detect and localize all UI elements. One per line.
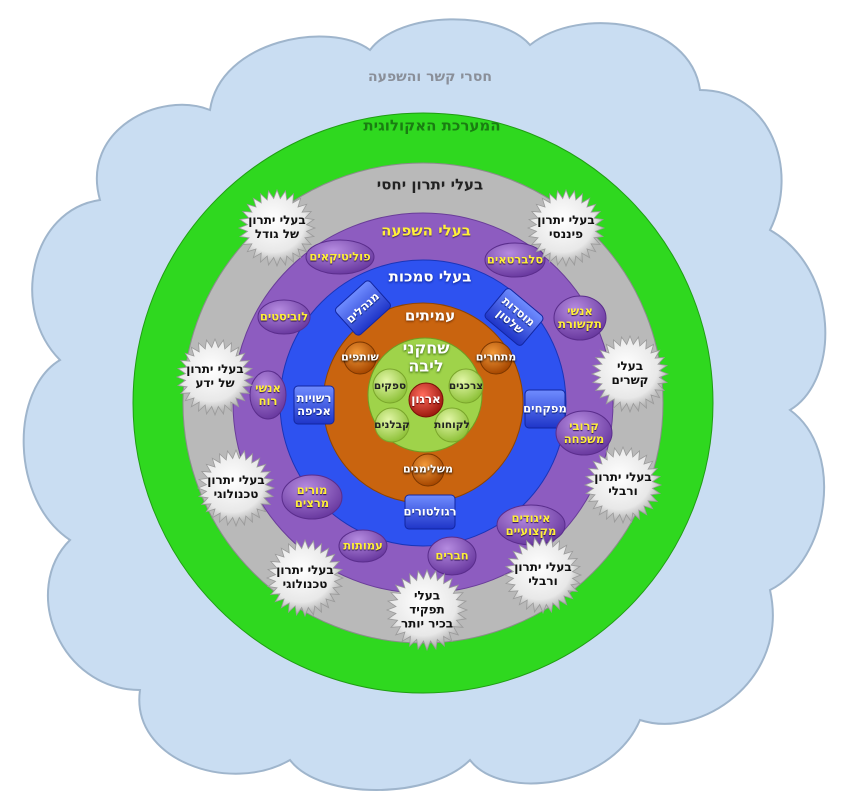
center-label: ארגון bbox=[411, 392, 441, 407]
advantage-starburst-verbal-2 bbox=[503, 535, 583, 615]
advantage-label-financial: בעלי יתרון פיננסי bbox=[535, 213, 597, 242]
advantage-label-verbal-2-text: בעלי יתרון ורבלי bbox=[514, 560, 572, 588]
advantage-starburst-tech-2 bbox=[265, 538, 345, 618]
advantage-starburst-verbal-1 bbox=[583, 445, 663, 525]
advantage-label-size: בעלי יתרון של גודל bbox=[246, 213, 308, 242]
authority-box-regulators bbox=[404, 494, 456, 530]
influence-label-lobbyists: לוביסטים bbox=[259, 309, 309, 324]
influence-label-teachers: מורים מרצים bbox=[287, 482, 337, 510]
core-title-line2: ליבה bbox=[408, 357, 444, 376]
influence-blob-politicians bbox=[305, 239, 375, 275]
influence-label-nonprofits: עמותות bbox=[343, 538, 383, 553]
influence-label-intellectuals: אנשי רוח bbox=[251, 380, 285, 408]
influence-label-unions: איגודים מקצועיים bbox=[499, 510, 563, 538]
influence-label-media-text: אנשי תקשורת bbox=[558, 303, 602, 331]
authority-label-enforcement-text: רשויות אכיפה bbox=[296, 390, 332, 418]
influence-blob-media bbox=[553, 295, 607, 341]
authority-title: בעלי סמכות bbox=[388, 267, 472, 286]
advantage-starbursts bbox=[175, 188, 670, 652]
advantage-label-verbal-2: בעלי יתרון ורבלי bbox=[512, 560, 574, 589]
advantage-starburst-size bbox=[237, 188, 317, 268]
peer-label-complementors: משלימנים bbox=[402, 462, 454, 476]
advantage-label-connections-text: בעלי קשרים bbox=[611, 359, 649, 387]
authority-label-supervisors: מפקחים bbox=[523, 401, 567, 416]
authority-box-government bbox=[484, 288, 544, 346]
influence-label-intellectuals-text: אנשי רוח bbox=[255, 380, 281, 408]
peers-title: עמיתים bbox=[404, 306, 456, 325]
influence-title: בעלי השפעה bbox=[381, 221, 471, 240]
influence-blob-intellectuals bbox=[249, 370, 287, 420]
advantage-label-knowledge-text: בעלי יתרון של ידע bbox=[186, 362, 244, 390]
advantage-label-knowledge: בעלי יתרון של ידע bbox=[184, 362, 246, 391]
ecosystem-title: המערכת האקולוגית bbox=[363, 116, 501, 135]
advantage-label-verbal-1-text: בעלי יתרון ורבלי bbox=[594, 470, 652, 498]
core-label-consumers: צרכנים bbox=[448, 379, 484, 392]
advantage-label-tech-1-text: בעלי יתרון טכנולוגי bbox=[207, 473, 265, 501]
peer-node-complementors bbox=[411, 453, 445, 487]
influence-label-unions-text: איגודים מקצועיים bbox=[505, 510, 557, 538]
influence-blob-friends bbox=[427, 536, 477, 576]
influence-blob-lobbyists bbox=[257, 299, 311, 335]
core-label-suppliers: ספקים bbox=[373, 379, 407, 392]
cloud-title: חסרי קשר והשפעה bbox=[368, 68, 492, 85]
advantage-starburst-senior bbox=[385, 568, 469, 652]
core-title: שחקני ליבה bbox=[402, 338, 450, 377]
core-node-customers bbox=[434, 407, 470, 443]
authority-box-enforcement bbox=[293, 385, 335, 425]
advantage-label-tech-1: בעלי יתרון טכנולוגי bbox=[205, 473, 267, 502]
relative-advantage-title: בעלי יתרון יחסי bbox=[376, 175, 484, 194]
advantage-label-tech-2-text: בעלי יתרון טכנולוגי bbox=[276, 563, 334, 591]
advantage-label-tech-2: בעלי יתרון טכנולוגי bbox=[274, 563, 336, 592]
authority-label-enforcement: רשויות אכיפה bbox=[294, 390, 334, 418]
influence-blob-family bbox=[555, 410, 613, 456]
influence-label-friends: חברים bbox=[435, 548, 469, 563]
advantage-label-connections: בעלי קשרים bbox=[605, 359, 655, 388]
peer-node-partners bbox=[343, 341, 377, 375]
advantage-label-senior: בעלי תפקיד בכיר יותר bbox=[398, 588, 456, 630]
authority-box-supervisors bbox=[524, 389, 566, 429]
influence-label-politicians: פוליטיקאים bbox=[309, 249, 371, 264]
advantage-starburst-tech-1 bbox=[196, 448, 276, 528]
advantage-starburst-knowledge bbox=[175, 337, 255, 417]
core-node-contractors bbox=[374, 407, 410, 443]
core-title-line1: שחקני bbox=[402, 338, 450, 358]
authority-label-regulators: רגולטורים bbox=[403, 504, 457, 519]
advantage-label-senior-text: בעלי תפקיד בכיר יותר bbox=[400, 588, 454, 630]
influence-blob-celebrities bbox=[484, 242, 546, 278]
influence-label-family-text: קרובי משפחה bbox=[563, 418, 605, 446]
peer-node-competitors bbox=[479, 341, 513, 375]
advantage-label-financial-text: בעלי יתרון פיננסי bbox=[537, 213, 595, 241]
influence-label-family: קרובי משפחה bbox=[559, 418, 609, 446]
influence-label-media: אנשי תקשורת bbox=[555, 303, 605, 331]
advantage-starburst-financial bbox=[526, 188, 606, 268]
center-node bbox=[408, 382, 444, 418]
core-node-consumers bbox=[448, 368, 484, 404]
advantage-starburst-connections bbox=[590, 334, 670, 414]
influence-blob-teachers bbox=[281, 474, 343, 520]
influence-blob-nonprofits bbox=[338, 529, 388, 563]
core-label-customers: לקוחות bbox=[434, 418, 470, 431]
peer-label-partners: שותפים bbox=[341, 350, 379, 364]
influence-label-celebrities: סלברטאים bbox=[486, 252, 544, 267]
core-label-contractors: קבלנים bbox=[374, 418, 410, 431]
influence-label-teachers-text: מורים מרצים bbox=[294, 482, 330, 510]
advantage-label-size-text: בעלי יתרון של גודל bbox=[248, 213, 306, 241]
peer-label-competitors: מתחרים bbox=[475, 350, 517, 364]
core-node-suppliers bbox=[372, 368, 408, 404]
authority-box-managers bbox=[335, 280, 391, 336]
advantage-label-verbal-1: בעלי יתרון ורבלי bbox=[592, 470, 654, 499]
